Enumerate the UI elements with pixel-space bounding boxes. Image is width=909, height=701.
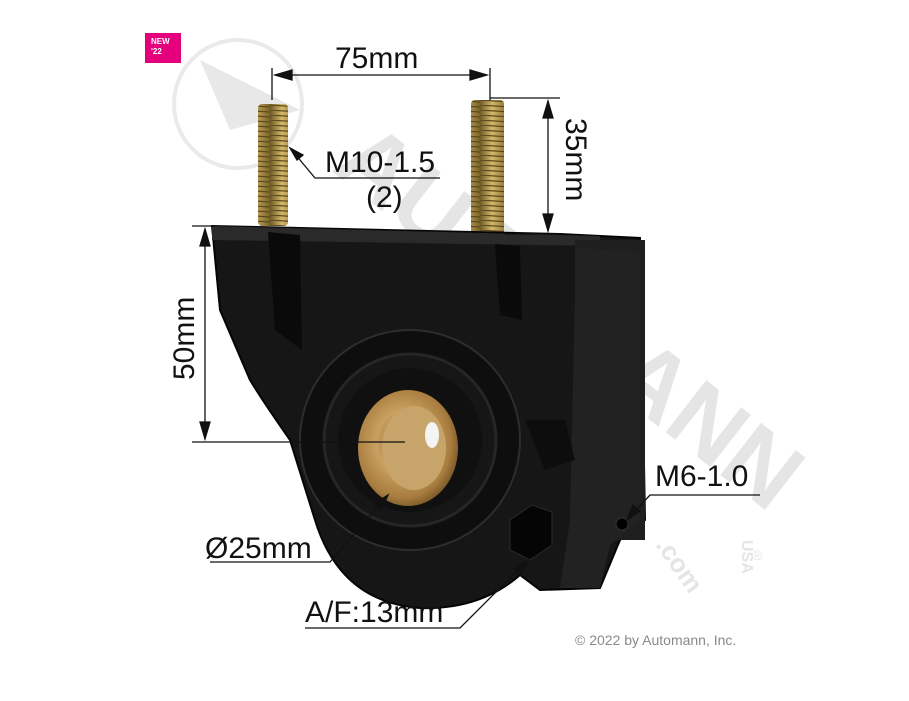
- watermark-registered: ®: [752, 547, 763, 563]
- badge-line-1: NEW: [151, 37, 170, 46]
- label-bolt-spacing: 75mm: [335, 42, 419, 75]
- copyright-notice: © 2022 by Automann, Inc.: [575, 632, 737, 648]
- label-across-flats: A/F:13mm: [305, 596, 444, 629]
- watermark-circle-icon: [172, 38, 304, 170]
- watermark-suffix: USA: [738, 540, 755, 574]
- stud-left: [258, 104, 288, 226]
- label-stud-count: (2): [366, 181, 403, 214]
- watermark-domain: .com: [650, 531, 709, 598]
- label-bore-diameter: Ø25mm: [205, 532, 312, 565]
- new-badge: NEW '22: [145, 33, 181, 63]
- label-height: 50mm: [168, 296, 201, 380]
- bracket-body: [210, 224, 647, 610]
- label-bolt-length: 35mm: [559, 118, 592, 202]
- bushing-assembly: [299, 329, 521, 551]
- stud-right: [471, 100, 504, 240]
- label-stud-thread: M10-1.5: [325, 146, 436, 179]
- label-side-thread: M6-1.0: [655, 460, 749, 493]
- badge-line-2: '22: [151, 47, 162, 56]
- dimension-lines: [192, 68, 760, 629]
